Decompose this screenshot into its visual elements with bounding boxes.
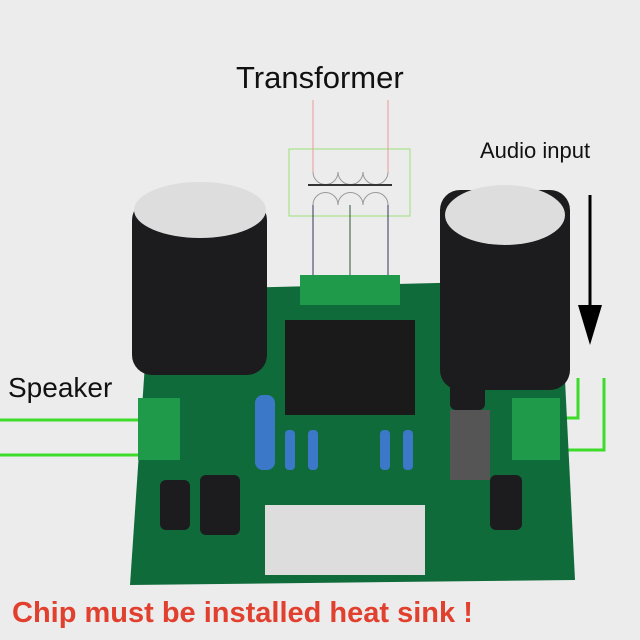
- inductor: [450, 410, 490, 480]
- heat-sink-warning: Chip must be installed heat sink !: [12, 597, 473, 629]
- resistors: [255, 395, 413, 470]
- capacitor-left: [132, 182, 267, 375]
- transformer-terminal: [300, 275, 400, 305]
- transformer-label: Transformer: [236, 60, 404, 95]
- input-terminal: [512, 398, 560, 460]
- chip: [285, 320, 415, 415]
- transformer-symbol: [288, 100, 411, 280]
- small-capacitors: [160, 365, 522, 535]
- heatsink-chip: [265, 505, 425, 575]
- speaker-terminal: [138, 398, 180, 460]
- down-arrow-icon: [578, 195, 602, 345]
- speaker-label: Speaker: [8, 372, 113, 403]
- audio-input-label: Audio input: [480, 138, 591, 163]
- capacitor-right: [440, 185, 570, 390]
